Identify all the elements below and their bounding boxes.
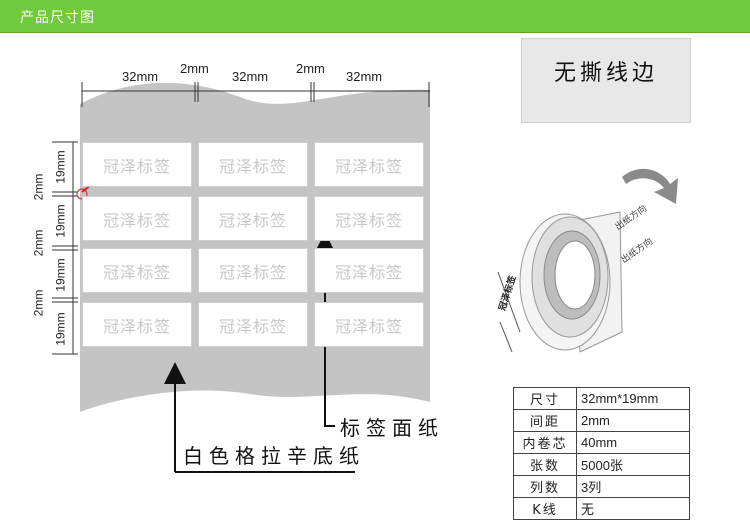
dim-top-gap-1: 2mm [180, 61, 209, 76]
page-title: 产品尺寸图 [20, 10, 95, 26]
label-cell: 冠泽标签 [82, 248, 192, 293]
label-roll [497, 211, 623, 353]
label-cell: 冠泽标签 [314, 302, 424, 347]
dim-left-gap-3: 2mm [31, 289, 46, 317]
label-cell: 冠泽标签 [82, 142, 192, 187]
spec-key: 尺寸 [513, 387, 577, 410]
spec-value: 5000张 [576, 453, 690, 476]
label-cell: 冠泽标签 [198, 248, 308, 293]
spec-value: 2mm [576, 409, 690, 432]
dim-left-label-4: 19mm [53, 312, 68, 346]
label-cell: 冠泽标签 [82, 302, 192, 347]
header-bar: 产品尺寸图 [0, 0, 750, 33]
dim-left-label-1: 19mm [53, 150, 68, 184]
dim-top-label-3: 32mm [346, 69, 383, 84]
label-cell: 冠泽标签 [314, 248, 424, 293]
dim-top-label-1: 32mm [122, 69, 159, 84]
dim-left-gap-1: 2mm [31, 173, 46, 201]
dim-top-label-2: 32mm [232, 69, 269, 84]
label-cell: 冠泽标签 [314, 142, 424, 187]
label-cell: 冠泽标签 [82, 196, 192, 241]
spec-key: 张数 [513, 453, 577, 476]
callout-face-paper: 标签面纸 [340, 416, 444, 440]
spec-key: K线 [513, 497, 577, 520]
curved-arrow-icon [622, 168, 678, 204]
label-cell: 冠泽标签 [198, 196, 308, 241]
callout-backing-paper: 白色格拉辛底纸 [183, 444, 365, 468]
spec-key: 列数 [513, 475, 577, 498]
dim-left-label-3: 19mm [53, 258, 68, 292]
spec-key: 内卷芯 [513, 431, 577, 454]
table-row: K线无 [513, 497, 690, 520]
spec-value: 32mm*19mm [576, 387, 690, 410]
label-cell: 冠泽标签 [198, 142, 308, 187]
dim-top-gap-2: 2mm [296, 61, 325, 76]
backing-paper-arrow-icon [164, 362, 355, 473]
no-tear-line-panel: 无撕线边 [521, 38, 691, 123]
label-cell: 冠泽标签 [198, 302, 308, 347]
dim-left-label-2: 19mm [53, 204, 68, 238]
dim-left-gap-2: 2mm [31, 229, 46, 257]
label-cell: 冠泽标签 [314, 196, 424, 241]
spec-key: 间距 [513, 409, 577, 432]
spec-value: 无 [576, 497, 690, 520]
no-tear-line-title: 无撕线边 [553, 61, 658, 86]
spec-value: 40mm [576, 431, 690, 454]
spec-value: 3列 [576, 475, 690, 498]
